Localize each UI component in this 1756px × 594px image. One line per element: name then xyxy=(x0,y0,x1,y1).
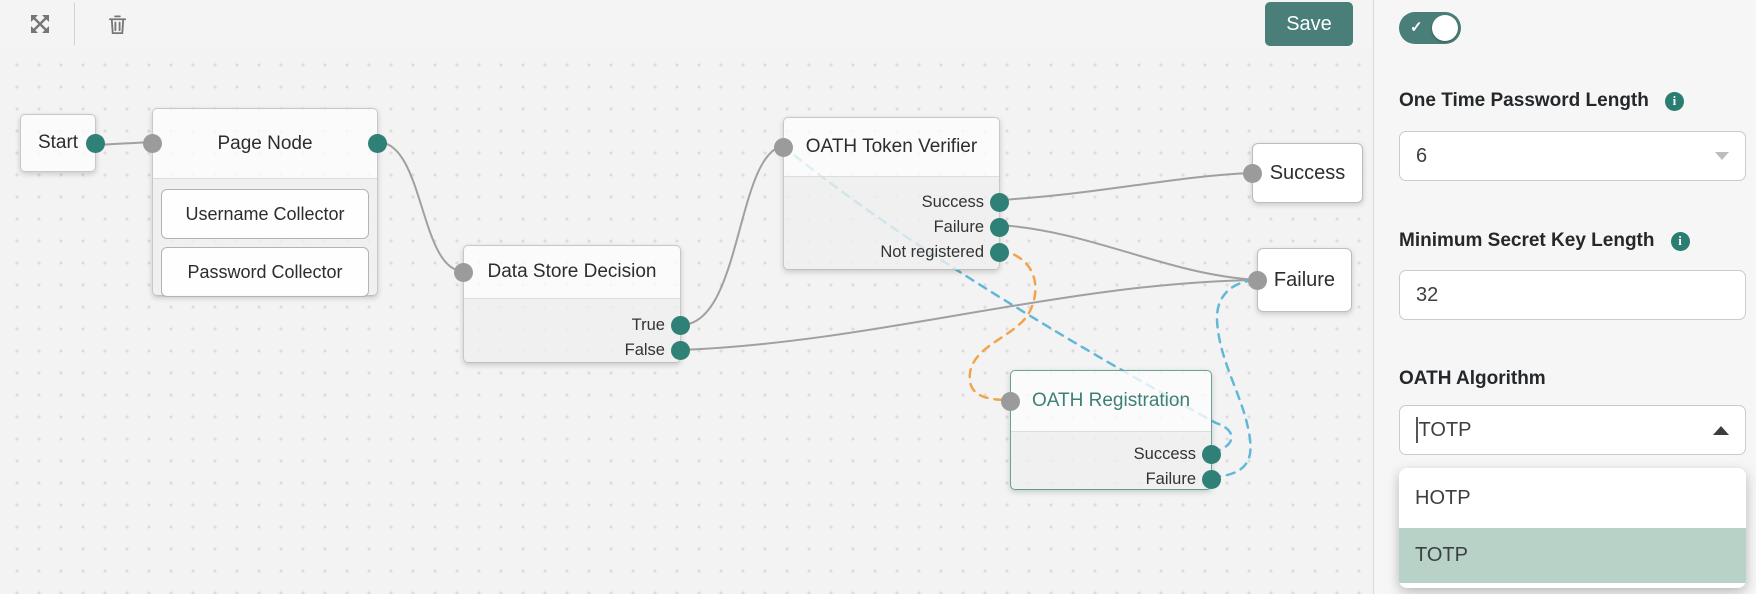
oath-algorithm-label: OATH Algorithm xyxy=(1399,368,1546,390)
registration-header: OATH Registration xyxy=(1001,371,1211,431)
output-label-failure: Failure xyxy=(1145,470,1196,488)
toggle-knob[interactable] xyxy=(1432,15,1458,41)
min-secret-key-label: Minimum Secret Key Length i xyxy=(1399,230,1690,252)
oath-algorithm-dropdown: HOTP TOTP xyxy=(1399,468,1746,588)
output-label-true: True xyxy=(631,316,665,334)
node-success[interactable]: Success xyxy=(1243,143,1363,203)
datastore-false-connector[interactable] xyxy=(671,341,690,360)
page-node-output-connector[interactable] xyxy=(368,134,387,153)
trash-icon xyxy=(108,14,126,34)
min-secret-key-label-text: Minimum Secret Key Length xyxy=(1399,230,1655,251)
node-config-panel: ✓ One Time Password Length i 6 Minimum S… xyxy=(1373,0,1756,594)
registration-failure-connector[interactable] xyxy=(1202,470,1221,489)
edge-registration-failure-to-failure[interactable] xyxy=(1210,278,1259,479)
verifier-success-connector[interactable] xyxy=(990,193,1009,212)
page-node-body: Username Collector Password Collector xyxy=(153,178,377,297)
delete-node-button[interactable] xyxy=(101,8,133,40)
verifier-output-failure: Failure xyxy=(784,215,1009,240)
start-node-title: Start xyxy=(37,132,79,153)
verifier-input-connector[interactable] xyxy=(774,137,793,157)
otp-length-select[interactable]: 6 xyxy=(1399,131,1746,181)
output-label-success: Success xyxy=(921,193,984,211)
start-output-connector[interactable] xyxy=(86,133,105,153)
output-label-false: False xyxy=(624,341,665,359)
check-icon: ✓ xyxy=(1410,19,1423,36)
output-label-failure: Failure xyxy=(933,218,984,236)
save-button[interactable]: Save xyxy=(1265,2,1353,46)
verifier-title: OATH Token Verifier xyxy=(805,136,978,157)
node-enabled-toggle[interactable]: ✓ xyxy=(1399,12,1461,44)
output-label-success: Success xyxy=(1133,445,1196,463)
datastore-output-false: False xyxy=(464,338,690,363)
edge-verifier-failure-to-failure[interactable] xyxy=(999,224,1258,281)
edge-verifier-success-to-success[interactable] xyxy=(999,172,1253,201)
page-node-title: Page Node xyxy=(217,132,313,154)
otp-length-label-text: One Time Password Length xyxy=(1399,90,1649,111)
page-node-input-connector[interactable] xyxy=(143,134,162,153)
page-node-header: Page Node xyxy=(143,109,387,178)
verifier-not-registered-connector[interactable] xyxy=(990,243,1009,262)
failure-input-connector[interactable] xyxy=(1248,270,1267,290)
oath-algorithm-value: TOTP xyxy=(1418,418,1472,441)
chevron-up-icon xyxy=(1713,425,1729,435)
edge-pagenode-to-datastore[interactable] xyxy=(377,141,464,272)
editor-area: Save Start xyxy=(0,0,1373,594)
min-secret-key-input[interactable] xyxy=(1399,270,1746,320)
auto-layout-button[interactable] xyxy=(24,8,56,40)
canvas-toolbar: Save xyxy=(0,0,1373,48)
chevron-down-icon xyxy=(1715,152,1729,160)
dropdown-option-totp[interactable]: TOTP xyxy=(1399,528,1746,583)
verifier-output-not-registered: Not registered xyxy=(784,240,1009,265)
text-cursor xyxy=(1416,417,1418,443)
otp-length-value: 6 xyxy=(1416,144,1428,167)
verifier-output-success: Success xyxy=(784,190,1009,215)
oath-algorithm-combobox[interactable]: TOTP xyxy=(1399,405,1746,455)
datastore-output-true: True xyxy=(464,313,690,338)
username-collector-node[interactable]: Username Collector xyxy=(161,189,369,239)
datastore-input-connector[interactable] xyxy=(454,262,473,282)
verifier-body: Success Failure Not registered xyxy=(784,176,1009,270)
node-data-store-decision[interactable]: Data Store Decision True False xyxy=(454,245,690,363)
node-failure[interactable]: Failure xyxy=(1248,248,1352,312)
edge-start-to-pagenode[interactable] xyxy=(95,141,153,146)
toolbar-divider xyxy=(74,3,75,45)
dropdown-option-hotp[interactable]: HOTP xyxy=(1415,486,1471,509)
datastore-header: Data Store Decision xyxy=(454,246,680,298)
start-node-header: Start xyxy=(21,115,105,171)
node-oath-token-verifier[interactable]: OATH Token Verifier Success Failure Not … xyxy=(774,117,1009,270)
registration-output-failure: Failure xyxy=(1011,467,1221,492)
oath-algorithm-label-text: OATH Algorithm xyxy=(1399,368,1546,389)
registration-body: Success Failure xyxy=(1011,431,1221,492)
failure-title: Failure xyxy=(1273,268,1336,291)
verifier-header: OATH Token Verifier xyxy=(774,118,999,176)
registration-success-connector[interactable] xyxy=(1202,445,1221,464)
registration-title: OATH Registration xyxy=(1031,390,1191,411)
info-icon[interactable]: i xyxy=(1664,91,1684,111)
registration-input-connector[interactable] xyxy=(1001,391,1020,411)
info-icon[interactable]: i xyxy=(1670,231,1690,251)
flow-canvas[interactable]: Start Page Node Username Collector Passw… xyxy=(0,48,1373,594)
otp-length-label: One Time Password Length i xyxy=(1399,90,1684,112)
node-oath-registration[interactable]: OATH Registration Success Failure xyxy=(1001,370,1221,492)
node-page-node[interactable]: Page Node Username Collector Password Co… xyxy=(143,108,387,297)
edge-datastore-true-to-verifier[interactable] xyxy=(680,145,784,326)
edge-verifier-notregistered-to-registration[interactable] xyxy=(968,248,1037,402)
datastore-body: True False xyxy=(464,298,690,363)
edge-datastore-false-to-failure[interactable] xyxy=(680,279,1258,351)
verifier-failure-connector[interactable] xyxy=(990,218,1009,237)
registration-output-success: Success xyxy=(1011,442,1221,467)
password-collector-node[interactable]: Password Collector xyxy=(161,247,369,297)
output-label-not-registered: Not registered xyxy=(880,243,984,261)
datastore-title: Data Store Decision xyxy=(487,261,657,282)
datastore-true-connector[interactable] xyxy=(671,316,690,335)
node-start[interactable]: Start xyxy=(20,114,105,172)
success-title: Success xyxy=(1269,161,1346,184)
expand-arrows-icon xyxy=(31,15,49,33)
success-input-connector[interactable] xyxy=(1243,163,1262,183)
